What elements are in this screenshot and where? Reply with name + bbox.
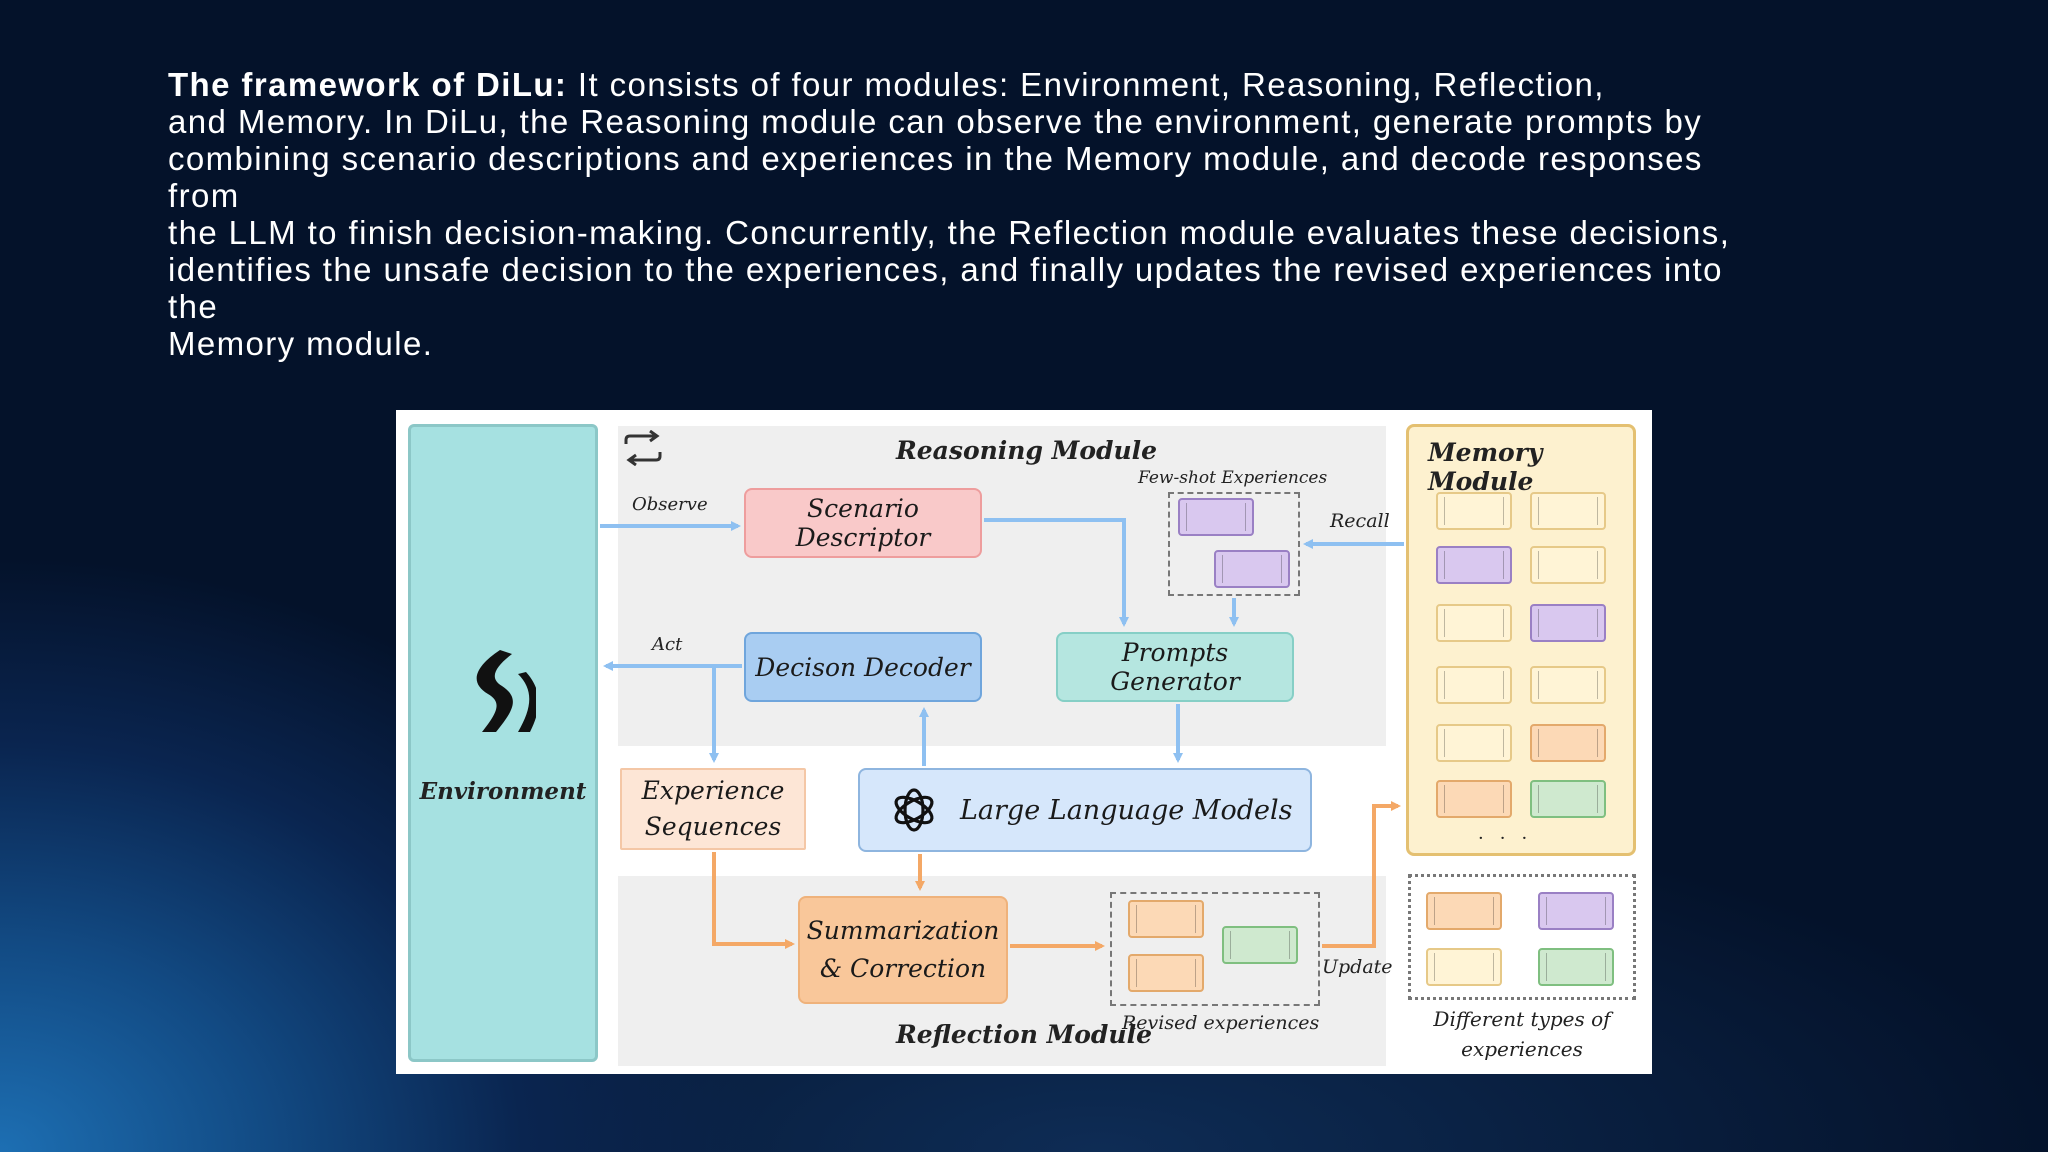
memory-chip-yellow (1436, 492, 1512, 530)
summarization-line-1: Summarization (806, 916, 1000, 945)
road-logo-icon (476, 650, 536, 732)
experience-types-container (1408, 874, 1636, 1000)
prompts-generator-box: Prompts Generator (1056, 632, 1294, 702)
few-shot-label: Few-shot Experiences (1138, 468, 1328, 488)
memory-ellipsis: ··· (1478, 828, 1544, 849)
experience-type-chip-yellow (1426, 948, 1502, 986)
few-shot-container (1168, 492, 1300, 596)
flow-arrows (600, 518, 1404, 951)
experience-sequences-box: Experience Sequences (620, 768, 806, 850)
scenario-to-prompts-arrow (984, 518, 1129, 627)
memory-chip-yellow (1530, 546, 1606, 584)
experience-to-summarization-arrow (712, 852, 795, 949)
revised-chip (1128, 954, 1204, 992)
llm-box: Large Language Models (858, 768, 1312, 852)
few-shot-chip (1214, 550, 1290, 588)
few-shot-chip (1178, 498, 1254, 536)
update-arrow (1322, 801, 1401, 948)
reasoning-module-title: Reasoning Module (896, 436, 1158, 465)
update-label: Update (1322, 956, 1393, 978)
memory-chip-yellow (1436, 724, 1512, 762)
scenario-descriptor-box: Scenario Descriptor (744, 488, 982, 558)
experience-types-line-2: experiences (1461, 1037, 1583, 1061)
experience-sequences-line-2: Sequences (644, 812, 782, 841)
revised-chip (1222, 926, 1298, 964)
experience-types-label: Different types of experiences (1408, 1004, 1636, 1064)
caption-line-1: The framework of DiLu: It consists of fo… (168, 66, 1888, 103)
memory-chip-yellow (1530, 492, 1606, 530)
memory-chip-yellow (1530, 666, 1606, 704)
observe-label: Observe (632, 494, 708, 515)
experience-type-chip-green (1538, 948, 1614, 986)
caption-line-7: the (168, 288, 219, 325)
memory-chip-purple (1436, 546, 1512, 584)
memory-chip-purple (1530, 604, 1606, 642)
memory-module-title: Memory Module (1428, 438, 1543, 496)
caption-bold-lead: The framework of DiLu: (168, 66, 568, 103)
memory-chip-orange (1530, 724, 1606, 762)
openai-logo-icon (894, 788, 934, 832)
dilu-framework-diagram: Environment Reasoning Module Observe Act… (396, 410, 1652, 1074)
experience-types-line-1: Different types of (1433, 1007, 1611, 1031)
caption-line-4: from (168, 177, 240, 214)
llm-label: Large Language Models (960, 794, 1293, 826)
caption-line-1-text: It consists of four modules: Environment… (577, 66, 1605, 103)
environment-label: Environment (419, 778, 587, 805)
memory-chip-yellow (1436, 604, 1512, 642)
caption-line-3: combining scenario descriptions and expe… (168, 140, 1703, 177)
experience-sequences-line-1: Experience (641, 776, 785, 805)
summarization-line-2: & Correction (819, 954, 987, 983)
revised-chip (1128, 900, 1204, 938)
caption-line-8: Memory module. (168, 325, 434, 362)
caption-line-6: identifies the unsafe decision to the ex… (168, 251, 1723, 288)
memory-chip-orange (1436, 780, 1512, 818)
reflection-module-title: Reflection Module (896, 1020, 1152, 1049)
revised-experiences-label: Revised experiences (1122, 1012, 1320, 1034)
environment-panel (408, 424, 598, 1062)
memory-chip-green (1530, 780, 1606, 818)
loop-icon (624, 430, 662, 466)
experience-type-chip-orange (1426, 892, 1502, 930)
recall-label: Recall (1330, 510, 1390, 532)
decision-decoder-box: Decison Decoder (744, 632, 982, 702)
caption-line-5: the LLM to finish decision-making. Concu… (168, 214, 1731, 251)
experience-type-chip-purple (1538, 892, 1614, 930)
revised-experiences-container (1110, 892, 1320, 1006)
caption-line-2: and Memory. In DiLu, the Reasoning modul… (168, 103, 1703, 140)
summarization-box: Summarization & Correction (798, 896, 1008, 1004)
slide-caption: The framework of DiLu: It consists of fo… (168, 66, 1888, 362)
act-label: Act (652, 634, 683, 655)
memory-chip-yellow (1436, 666, 1512, 704)
